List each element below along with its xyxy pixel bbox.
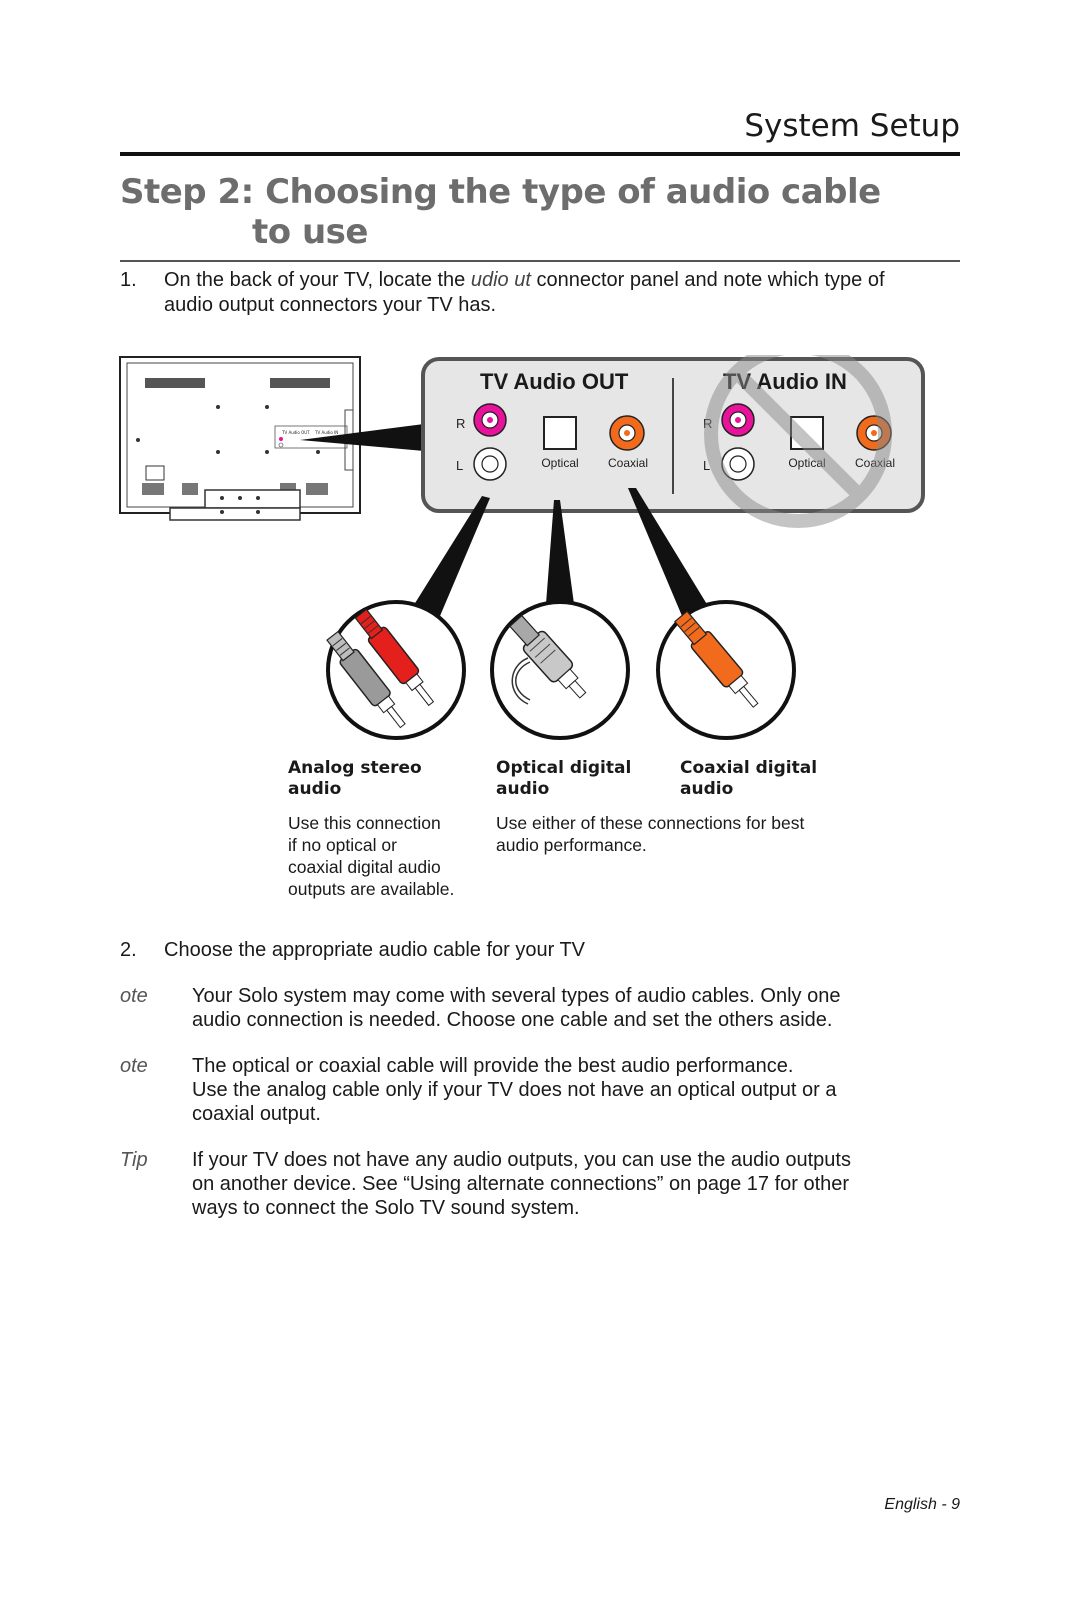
tv-back-illustration: TV Audio OUT TV Audio IN xyxy=(119,356,361,521)
page-footer: English - 9 xyxy=(884,1496,960,1513)
callout-pointer xyxy=(300,424,424,451)
out-optical-label: Optical xyxy=(541,456,578,470)
tip-line: on another device. See “Using alternate … xyxy=(192,1173,850,1195)
instruction-text-a: On the back of your TV, locate the xyxy=(164,269,471,291)
instruction-text-em: udio ut xyxy=(470,269,531,291)
tip-body: If your TV does not have any audio outpu… xyxy=(192,1148,952,1220)
cable-label-coaxial-l2: audio xyxy=(680,779,734,799)
step-rule xyxy=(120,260,960,262)
out-optical-port xyxy=(543,416,577,450)
prohibited-icon xyxy=(704,355,892,528)
tv-mini-out-label: TV Audio OUT xyxy=(281,430,310,435)
analog-desc-line: outputs are available. xyxy=(288,879,455,899)
callout-wedge-coaxial xyxy=(628,488,708,616)
connection-diagram: TV Audio OUT TV Audio IN TV Audio OUT TV… xyxy=(119,355,925,740)
analog-description: Use this connection if no optical or coa… xyxy=(288,812,454,900)
note-lead: ote xyxy=(120,1055,148,1077)
step-title: Step 2: Choosing the type of audio cable… xyxy=(120,172,881,252)
instruction-number: 1. xyxy=(120,269,137,291)
tip-line: ways to connect the Solo TV sound system… xyxy=(192,1197,580,1219)
out-r-label: R xyxy=(456,416,465,431)
cable-label-analog-l2: audio xyxy=(288,779,342,799)
note-line: The optical or coaxial cable will provid… xyxy=(192,1055,794,1077)
cable-label-analog-l1: Analog stereo xyxy=(288,758,422,778)
note-line: Use the analog cable only if your TV doe… xyxy=(192,1079,837,1101)
instruction-text: Choose the appropriate audio cable for y… xyxy=(164,939,586,961)
out-l-label: L xyxy=(456,458,463,473)
analog-desc-line: coaxial digital audio xyxy=(288,857,441,877)
instruction-text: On the back of your TV, locate the udio … xyxy=(164,268,934,318)
note-line: Your Solo system may come with several t… xyxy=(192,985,841,1007)
note-body: Your Solo system may come with several t… xyxy=(192,984,952,1032)
note-lead: ote xyxy=(120,985,148,1007)
instruction-text-b: connector panel and note which type of a… xyxy=(164,269,885,316)
cable-label-coaxial-l1: Coaxial digital xyxy=(680,758,818,778)
coaxial-cable-illustration xyxy=(656,600,796,740)
section-rule xyxy=(120,152,960,156)
section-title: System Setup xyxy=(744,108,960,144)
cable-label-optical-l2: audio xyxy=(496,779,550,799)
digital-desc-line: audio performance. xyxy=(496,835,647,855)
note-line: audio connection is needed. Choose one c… xyxy=(192,1009,833,1031)
step-title-line2: to use xyxy=(252,212,368,252)
out-coaxial-label: Coaxial xyxy=(608,456,648,470)
connector-panel: TV Audio OUT TV Audio IN R L Optical Coa… xyxy=(421,355,925,528)
tv-audio-out-title: TV Audio OUT xyxy=(480,369,629,394)
cable-label-optical-l1: Optical digital xyxy=(496,758,632,778)
optical-cable-illustration xyxy=(490,600,630,740)
analog-desc-line: if no optical or xyxy=(288,835,397,855)
tv-mini-in-label: TV Audio IN xyxy=(314,430,338,435)
callout-wedge-analog xyxy=(412,496,490,616)
cable-label-optical: Optical digital audio xyxy=(496,758,631,800)
note-body: The optical or coaxial cable will provid… xyxy=(192,1054,952,1126)
note-line: coaxial output. xyxy=(192,1103,321,1125)
tip-lead: Tip xyxy=(120,1149,148,1171)
in-l-label: L xyxy=(703,458,710,473)
digital-desc-line: Use either of these connections for best xyxy=(496,813,805,833)
cable-label-coaxial: Coaxial digital audio xyxy=(680,758,817,800)
analog-desc-line: Use this connection xyxy=(288,813,441,833)
digital-description: Use either of these connections for best… xyxy=(496,812,804,856)
callout-wedge-optical xyxy=(546,500,574,604)
instruction-number: 2. xyxy=(120,939,137,961)
tip-line: If your TV does not have any audio outpu… xyxy=(192,1149,851,1171)
analog-cable-illustration xyxy=(326,600,466,740)
cable-label-analog: Analog stereo audio xyxy=(288,758,422,800)
step-title-line1: Step 2: Choosing the type of audio cable xyxy=(120,172,881,212)
